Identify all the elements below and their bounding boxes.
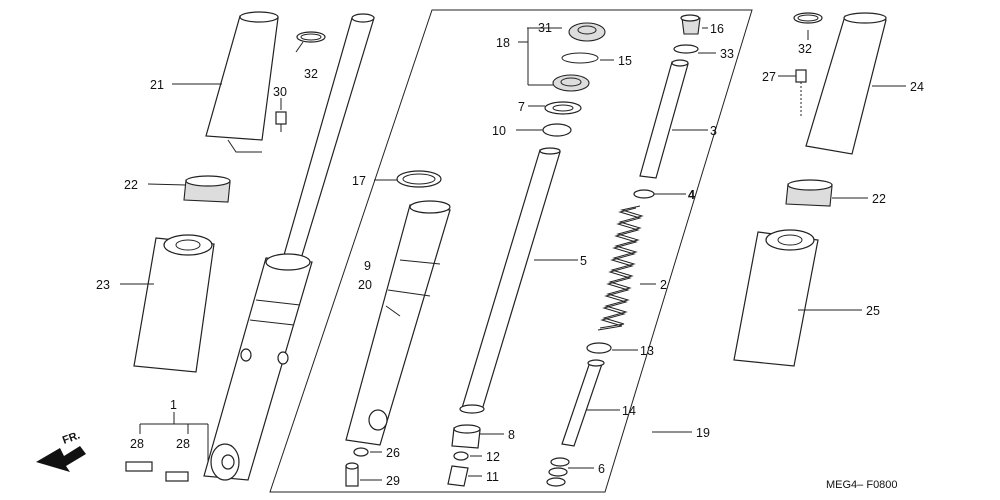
washer-12 <box>453 451 469 461</box>
callout-28-right: 28 <box>176 437 190 451</box>
callout-3: 3 <box>710 124 717 138</box>
callout-32-left: 32 <box>304 67 318 81</box>
assembly-frame <box>269 9 753 493</box>
callout-26: 26 <box>386 446 400 460</box>
fork-cover-upper-left <box>205 11 279 153</box>
callout-29: 29 <box>386 474 400 488</box>
fork-spring-2 <box>597 205 644 331</box>
callout-18: 18 <box>496 36 510 50</box>
fork-cover-lower-left <box>133 234 215 373</box>
seal-18-lower <box>552 74 590 92</box>
callout-13: 13 <box>640 344 654 358</box>
fork-slider-left <box>203 253 313 481</box>
callout-25: 25 <box>866 304 880 318</box>
callout-31: 31 <box>538 21 552 35</box>
callout-11: 11 <box>486 470 499 484</box>
callout-7: 7 <box>518 100 525 114</box>
spring-6 <box>546 457 570 487</box>
callout-10: 10 <box>492 124 506 138</box>
bolt-27 <box>795 69 807 118</box>
bushing-8 <box>451 424 481 449</box>
callout-17: 17 <box>352 174 366 188</box>
diagram-code: MEG4– F0800 <box>826 479 898 491</box>
callout-22-left: 22 <box>124 178 138 192</box>
callout-32-right: 32 <box>798 42 812 56</box>
bushing-10 <box>542 123 572 137</box>
callout-labels: 21 32 30 22 23 1 28 28 17 9 20 31 18 15 … <box>96 21 924 488</box>
o-ring-32-right <box>793 12 823 24</box>
o-ring-33 <box>673 44 699 54</box>
bolts-28 <box>125 461 189 482</box>
fork-cover-lower-right <box>733 229 819 367</box>
callout-21: 21 <box>150 78 164 92</box>
callout-24: 24 <box>910 80 924 94</box>
callout-16: 16 <box>710 22 724 36</box>
fork-inner-tube-5 <box>459 147 561 414</box>
callout-5: 5 <box>580 254 587 268</box>
spacer-3 <box>639 59 689 179</box>
bolt-cap-16 <box>680 14 701 35</box>
bolt-30 <box>275 111 287 132</box>
nut-22-left <box>183 175 231 203</box>
callout-14: 14 <box>622 404 636 418</box>
dust-seal-17 <box>396 170 442 188</box>
nut-22-right <box>785 179 833 207</box>
callout-6: 6 <box>598 462 605 476</box>
callout-2: 2 <box>660 278 667 292</box>
callout-22-right: 22 <box>872 192 886 206</box>
callout-9: 9 <box>364 259 371 273</box>
callout-30: 30 <box>273 85 287 99</box>
lock-piece-11 <box>447 465 469 487</box>
o-ring-32-left <box>296 31 326 43</box>
washer-4 <box>633 189 655 199</box>
bolt-29 <box>345 462 359 487</box>
callout-19: 19 <box>696 426 710 440</box>
callout-20: 20 <box>358 278 372 292</box>
callout-33: 33 <box>720 47 734 61</box>
clip-15 <box>561 52 599 64</box>
front-direction-arrow <box>36 446 86 472</box>
leader-lines <box>120 27 906 481</box>
callout-8: 8 <box>508 428 515 442</box>
direction-label: FR. <box>61 429 82 446</box>
callout-15: 15 <box>618 54 632 68</box>
oil-seal-31 <box>568 22 606 42</box>
callout-23: 23 <box>96 278 110 292</box>
callout-28-left: 28 <box>130 437 144 451</box>
fork-slider-center <box>345 200 451 446</box>
callout-27: 27 <box>762 70 776 84</box>
bolt-26 <box>353 447 369 457</box>
fork-cover-upper-right <box>805 12 887 155</box>
ring-13 <box>586 342 612 354</box>
washer-7 <box>544 101 582 115</box>
callout-12: 12 <box>486 450 500 464</box>
callout-4: 4 <box>688 188 695 202</box>
damper-rod-14 <box>561 359 605 447</box>
callout-1: 1 <box>170 398 177 412</box>
